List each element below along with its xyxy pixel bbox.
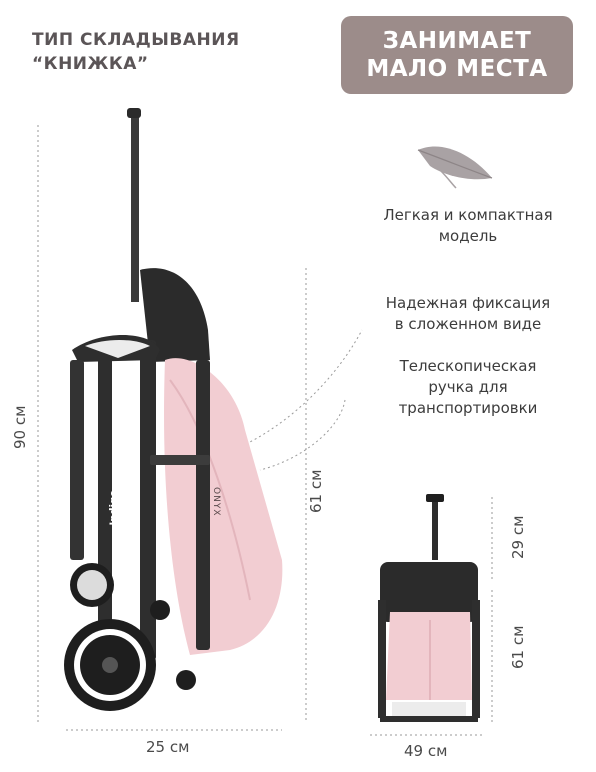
feature-lock-line1: Надежная фиксация [385,294,551,312]
fold-type-line1: ТИП СКЛАДЫВАНИЯ [32,30,240,50]
feature-lock: Надежная фиксация в сложенном виде [358,293,578,335]
compact-stroller [378,494,480,722]
badge-line1: ЗАНИМАЕТ [382,28,532,54]
body-height-label: 61 см [509,625,527,669]
handle-height-label: 29 см [509,515,527,559]
compact-width-label: 49 см [404,742,448,760]
compact-badge: ЗАНИМАЕТ МАЛО МЕСТА [341,16,573,94]
folded-stroller [64,108,283,711]
folded-height-wrap: 61 см [296,470,336,513]
folded-width-label: 25 см [146,738,190,756]
feature-lightweight: Легкая и компактная модель [358,205,578,247]
brand-label-wrap: Indigo [94,490,134,525]
badge-line2: МАЛО МЕСТА [366,56,548,82]
feature-handle-line1: Телескопическая [399,357,537,375]
feather-icon [417,146,493,189]
model-label: ONYX [211,487,221,517]
feature-handle: Телескопическая ручка для транспортировк… [358,356,578,419]
fold-type-line2: “КНИЖКА” [32,54,149,74]
body-height-wrap: 61 см [498,626,538,669]
fold-type-title: ТИП СКЛАДЫВАНИЯ “КНИЖКА” [32,28,292,76]
brand-label: Indigo [108,490,120,526]
folded-height-label: 61 см [307,469,325,513]
guide-handle-pointer [259,399,346,471]
total-height-wrap: 90 см [0,406,40,449]
handle-height-wrap: 29 см [498,516,538,559]
feature-handle-line3: транспортировки [398,399,538,417]
total-height-label: 90 см [11,405,29,449]
feature-handle-line2: ручка для [428,378,508,396]
feature-lock-line2: в сложенном виде [394,315,542,333]
feature-lightweight-line2: модель [438,227,498,245]
model-label-wrap: ONYX [196,487,236,522]
feature-lightweight-line1: Легкая и компактная [383,206,553,224]
